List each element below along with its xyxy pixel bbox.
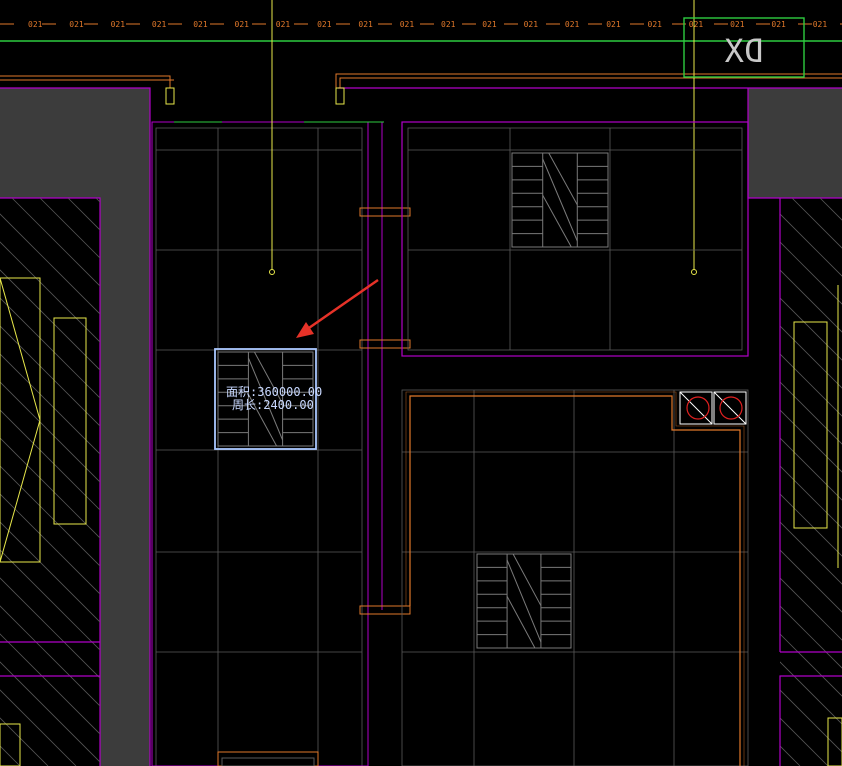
perimeter-label: 周长:2400.00	[232, 398, 314, 412]
top-dimension-line: 021 021 021 021 021 021 021 021 021 021 021 021 021 0…	[0, 20, 842, 29]
arrow-pointer-icon	[296, 278, 379, 338]
left-wall	[0, 87, 151, 766]
floor-tile-symbol	[511, 152, 609, 248]
dimension-label: 021	[771, 20, 786, 29]
dimension-label: 021	[28, 20, 43, 29]
dimension-label: 021	[689, 20, 704, 29]
dimension-label: 021	[565, 20, 580, 29]
left-room-outline	[151, 121, 369, 766]
circle-slash-icon	[679, 391, 713, 425]
dimension-label: 021	[648, 20, 663, 29]
selected-tile[interactable]: 面积:360000.00 周长:2400.00	[214, 348, 322, 450]
dimension-label: 021	[730, 20, 745, 29]
vertical-duct	[367, 121, 383, 610]
bottom-fixture	[217, 751, 319, 766]
dimension-label: 021	[152, 20, 167, 29]
dimension-labels: 021 021 021 021 021 021 021 021 021 021 021 021 021 0…	[28, 20, 827, 29]
room-tag[interactable]: DX	[683, 17, 805, 78]
dimension-label: 021	[482, 20, 497, 29]
room-tag-label: DX	[725, 32, 764, 70]
right-wall	[338, 87, 842, 199]
dimension-label: 021	[69, 20, 84, 29]
dimension-label: 021	[441, 20, 456, 29]
duct-connectors	[359, 207, 411, 615]
area-label: 面积:360000.00	[226, 385, 322, 399]
dimension-label: 021	[358, 20, 373, 29]
circle-slash-icon	[713, 391, 747, 425]
left-hatched-room	[0, 198, 100, 766]
upper-right-room	[401, 121, 749, 357]
dimension-label: 021	[317, 20, 332, 29]
dimension-label: 021	[400, 20, 415, 29]
dimension-label: 021	[111, 20, 126, 29]
yellow-fixtures	[165, 0, 697, 275]
dimension-label: 021	[524, 20, 539, 29]
orange-pipe	[0, 73, 842, 88]
dimension-label: 021	[235, 20, 250, 29]
dimension-label: 021	[813, 20, 828, 29]
dimension-label: 021	[276, 20, 291, 29]
right-hatched-room	[779, 198, 842, 766]
left-room-tile-grid	[155, 127, 363, 766]
dimension-label: 021	[606, 20, 621, 29]
floor-tile-symbol	[476, 553, 572, 649]
dimension-label: 021	[193, 20, 208, 29]
lower-right-room	[401, 389, 749, 766]
